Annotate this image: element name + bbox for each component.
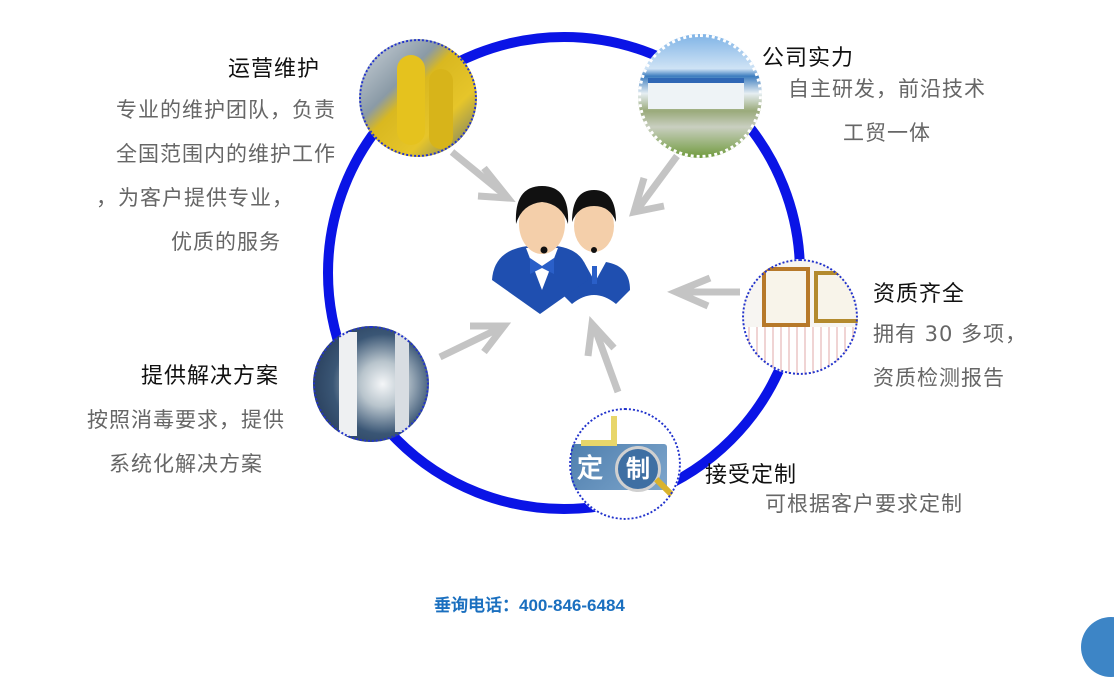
company-description: 自主研发，前沿技术 工贸一体 (772, 67, 1002, 155)
company-title: 公司实力 (762, 46, 855, 71)
solution-desc-line: 按照消毒要求，提供 (87, 408, 285, 432)
customer-service-agents-icon (488, 178, 638, 318)
operations-desc-line: 优质的服务 (171, 230, 281, 254)
custom-desc-line: 可根据客户要求定制 (765, 492, 963, 516)
operations-title: 运营维护 (228, 57, 321, 82)
company-desc-line: 自主研发，前沿技术 (788, 77, 986, 101)
qualification-description: 拥有 30 多项， 资质检测报告 (873, 312, 1027, 400)
certificates-photo (742, 259, 858, 375)
dotted-border (638, 34, 762, 158)
custom-title: 接受定制 (705, 463, 798, 488)
company-desc-line: 工贸一体 (843, 121, 931, 145)
qualification-title: 资质齐全 (873, 282, 966, 307)
dotted-border (313, 326, 429, 442)
hazmat-workers-photo (359, 39, 477, 157)
arrow-from-company-icon (629, 153, 680, 217)
business-tablet-photo (313, 326, 429, 442)
dotted-border (742, 259, 858, 375)
arrow-from-operations-icon (449, 149, 516, 203)
solution-title: 提供解决方案 (141, 364, 280, 389)
solution-description: 按照消毒要求，提供 系统化解决方案 (70, 398, 302, 486)
qualification-desc-line: 拥有 30 多项， (873, 322, 1028, 346)
operations-description: 专业的维护团队，负责 全国范围内的维护工作 ，为客户提供专业， 优质的服务 (96, 88, 356, 264)
custom-badge-photo: 定 制 (569, 408, 681, 520)
arrow-from-custom-icon (584, 316, 622, 394)
factory-photo (638, 34, 762, 158)
dotted-border (569, 408, 681, 520)
operations-desc-line: 全国范围内的维护工作 (116, 142, 336, 166)
operations-desc-line: 专业的维护团队，负责 (116, 98, 336, 122)
arrows (438, 149, 740, 394)
phone-number[interactable]: 垂询电话：400-846-6484 (434, 596, 625, 615)
custom-description: 可根据客户要求定制 (765, 482, 963, 526)
arrow-from-qualification-icon (667, 274, 740, 310)
dotted-border (359, 39, 477, 157)
solution-desc-line: 系统化解决方案 (109, 452, 263, 476)
operations-desc-line: ，为客户提供专业， (96, 186, 294, 210)
qualification-desc-line: 资质检测报告 (873, 366, 1005, 390)
arrow-from-solution-icon (438, 322, 512, 361)
